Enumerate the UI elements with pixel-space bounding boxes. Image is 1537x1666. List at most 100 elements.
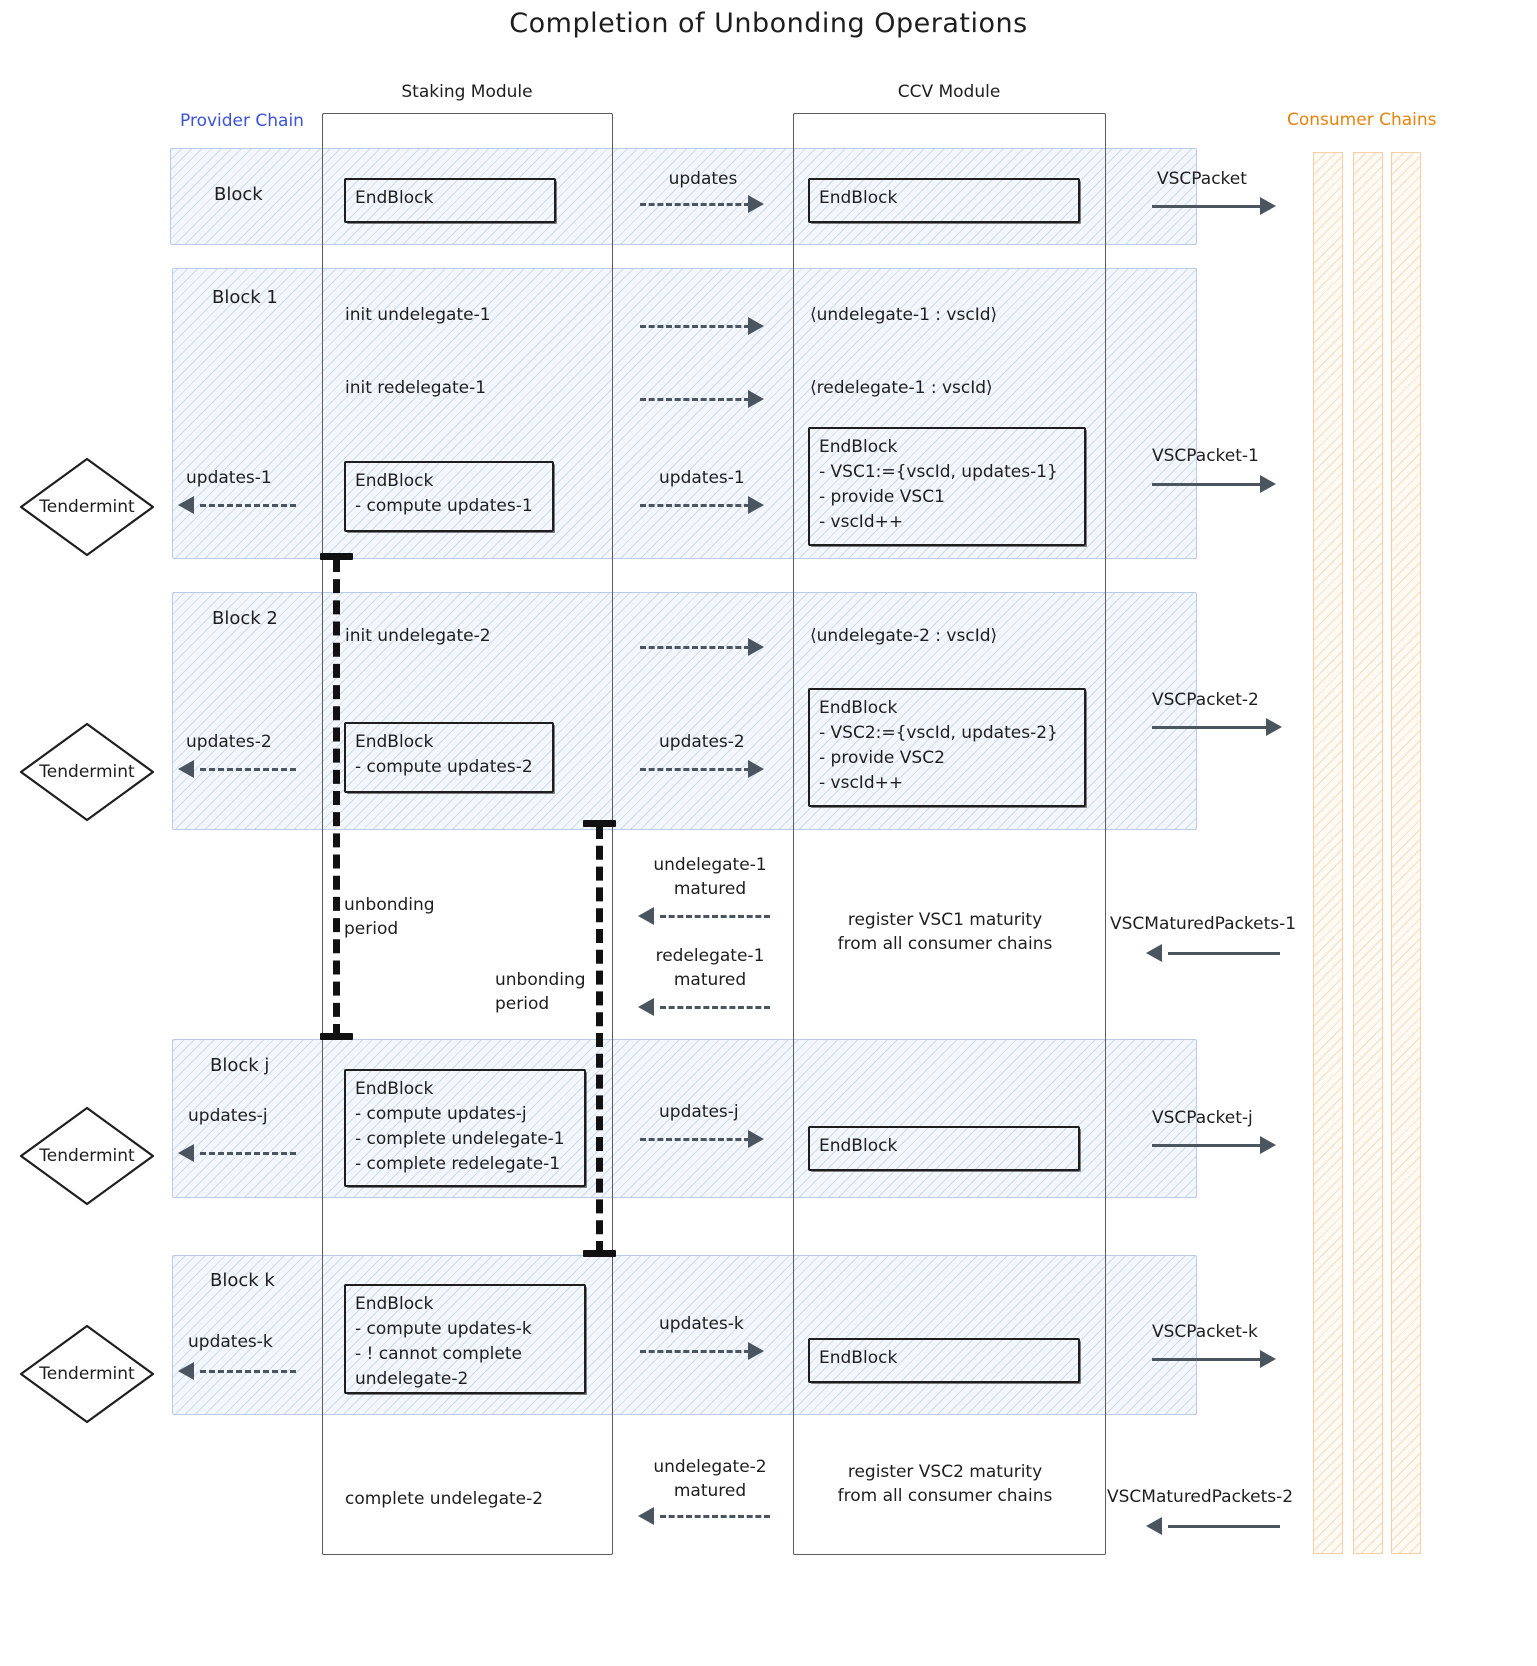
staking-endblock-box-0: EndBlock	[344, 178, 556, 223]
arrow-label-updates-1-mid: updates-1	[659, 468, 745, 488]
block-band-0	[170, 148, 1197, 245]
arrow-label-updates-j-mid: updates-j	[659, 1102, 739, 1122]
ccv-endblock-text-2: EndBlock - VSC2:={vscId, updates-2} - pr…	[819, 698, 1058, 793]
staking-endblock-text-k: EndBlock - compute updates-k - ! cannot …	[355, 1294, 532, 1389]
tendermint-node-1: Tendermint	[16, 455, 158, 559]
staking-init-redelegate-1: init redelegate-1	[345, 378, 487, 398]
consumer-chain-bar-2	[1353, 152, 1383, 1554]
arrow-vscpacket-1-head	[1260, 475, 1276, 493]
unbonding-bar-1-cap-top	[320, 553, 353, 560]
arrow-vscpacket-2-line	[1152, 726, 1274, 729]
arrow-undelegate-1-matured-head	[638, 907, 654, 925]
arrow-updates-1-mid-line	[640, 504, 750, 507]
arrow-vscpacket-head	[1260, 197, 1276, 215]
staking-endblock-text-j: EndBlock - compute updates-j - complete …	[355, 1079, 565, 1174]
arrow-label-updates-0: updates	[668, 169, 738, 189]
arrow-vscpacket-1-line	[1152, 483, 1262, 486]
arrow-undelegate-1-head	[748, 317, 764, 335]
arrow-undelegate-2-matured-line	[660, 1515, 770, 1518]
arrow-vscpacket-j-line	[1152, 1144, 1262, 1147]
arrow-updates-0-head	[748, 195, 764, 213]
arrow-vscmatured-2-head	[1146, 1517, 1162, 1535]
consumer-chain-bar-3	[1391, 152, 1421, 1554]
arrow-vscpacket-k-line	[1152, 1358, 1262, 1361]
arrow-updates-j-mid-head	[748, 1130, 764, 1148]
arrow-updates-j-left-line	[200, 1152, 296, 1155]
staking-endblock-text-0: EndBlock	[355, 188, 434, 208]
arrow-vscmatured-1-head	[1146, 944, 1162, 962]
ccv-endblock-text-1: EndBlock - VSC1:={vscId, updates-1} - pr…	[819, 437, 1058, 532]
arrow-updates-2-left-head	[178, 760, 194, 778]
arrow-updates-2-left-line	[200, 768, 296, 771]
arrow-vscpacket-2-head	[1266, 718, 1282, 736]
block-band-1	[172, 268, 1197, 559]
staking-endblock-box-j: EndBlock - compute updates-j - complete …	[344, 1069, 586, 1187]
block-label-k: Block k	[210, 1270, 275, 1291]
arrow-label-undelegate-1-matured: undelegate-1 matured	[653, 855, 767, 899]
arrow-redelegate-1-matured-head	[638, 998, 654, 1016]
ccv-endblock-box-k: EndBlock	[808, 1338, 1080, 1383]
arrow-updates-k-mid-head	[748, 1342, 764, 1360]
staking-init-undelegate-2: init undelegate-2	[345, 626, 491, 646]
consumer-chain-bar-1	[1313, 152, 1343, 1554]
arrow-undelegate-2-head	[748, 638, 764, 656]
arrow-undelegate-2-line	[640, 646, 750, 649]
staking-endblock-text-2: EndBlock - compute updates-2	[355, 732, 533, 777]
arrow-vscpacket-j-head	[1260, 1136, 1276, 1154]
tendermint-node-2: Tendermint	[16, 720, 158, 824]
lane-title-staking-module: Staking Module	[401, 82, 533, 102]
lifeline-ccv-module	[793, 113, 1106, 1555]
arrow-label-vscpacket: VSCPacket	[1157, 169, 1247, 189]
unbonding-bar-1	[333, 558, 340, 1038]
unbonding-bar-2-cap-top	[583, 820, 616, 827]
block-label-1: Block 1	[212, 287, 278, 308]
lane-title-ccv-module: CCV Module	[897, 82, 1001, 102]
arrow-vscmatured-1-line	[1168, 952, 1280, 955]
arrow-label-updates-2-left: updates-2	[186, 732, 272, 752]
arrow-vscpacket-line	[1152, 205, 1262, 208]
arrow-updates-j-left-head	[178, 1144, 194, 1162]
arrow-updates-k-left-line	[200, 1370, 296, 1373]
lane-label-consumer-chains: Consumer Chains	[1287, 110, 1437, 130]
tendermint-node-j: Tendermint	[16, 1104, 158, 1208]
arrow-label-updates-k-mid: updates-k	[659, 1314, 744, 1334]
tendermint-label-1: Tendermint	[39, 497, 135, 517]
arrow-label-updates-1-left: updates-1	[186, 468, 272, 488]
arrow-updates-1-left-head	[178, 496, 194, 514]
arrow-updates-1-mid-head	[748, 496, 764, 514]
ccv-endblock-box-1: EndBlock - VSC1:={vscId, updates-1} - pr…	[808, 427, 1086, 546]
unbonding-bar-2-cap-bottom	[583, 1250, 616, 1257]
lifeline-staking-module	[322, 113, 613, 1555]
ccv-undelegate-1-msg: ⟨undelegate-1 : vscId⟩	[810, 305, 998, 325]
block-band-2	[172, 592, 1197, 830]
arrow-label-vscpacket-2: VSCPacket-2	[1152, 690, 1259, 710]
arrow-label-updates-j-left: updates-j	[188, 1106, 268, 1126]
arrow-updates-2-mid-head	[748, 760, 764, 778]
arrow-redelegate-1-line	[640, 398, 750, 401]
arrow-updates-2-mid-line	[640, 768, 750, 771]
ccv-register-vsc2: register VSC2 maturity from all consumer…	[837, 1462, 1053, 1506]
unbonding-bar-2	[596, 825, 603, 1255]
arrow-label-updates-k-left: updates-k	[188, 1332, 273, 1352]
ccv-endblock-box-j: EndBlock	[808, 1126, 1080, 1171]
ccv-endblock-box-2: EndBlock - VSC2:={vscId, updates-2} - pr…	[808, 688, 1086, 807]
arrow-label-vscmaturedpackets-2: VSCMaturedPackets-2	[1107, 1487, 1294, 1507]
ccv-redelegate-1-msg: ⟨redelegate-1 : vscId⟩	[810, 378, 993, 398]
block-label-2: Block 2	[212, 608, 278, 629]
ccv-endblock-text-k: EndBlock	[819, 1348, 898, 1368]
tendermint-label-2: Tendermint	[39, 762, 135, 782]
arrow-redelegate-1-matured-line	[660, 1006, 770, 1009]
ccv-register-vsc1: register VSC1 maturity from all consumer…	[837, 910, 1053, 954]
block-label-0: Block	[214, 184, 263, 205]
ccv-endblock-text-0: EndBlock	[819, 188, 898, 208]
block-band-k	[172, 1255, 1197, 1415]
arrow-updates-1-left-line	[200, 504, 296, 507]
ccv-endblock-box-0: EndBlock	[808, 178, 1080, 223]
staking-init-undelegate-1: init undelegate-1	[345, 305, 491, 325]
block-band-j	[172, 1039, 1197, 1198]
arrow-updates-k-mid-line	[640, 1350, 750, 1353]
staking-endblock-box-1: EndBlock - compute updates-1	[344, 461, 554, 532]
arrow-vscpacket-k-head	[1260, 1350, 1276, 1368]
arrow-updates-0-line	[640, 203, 750, 206]
arrow-updates-j-mid-line	[640, 1138, 750, 1141]
